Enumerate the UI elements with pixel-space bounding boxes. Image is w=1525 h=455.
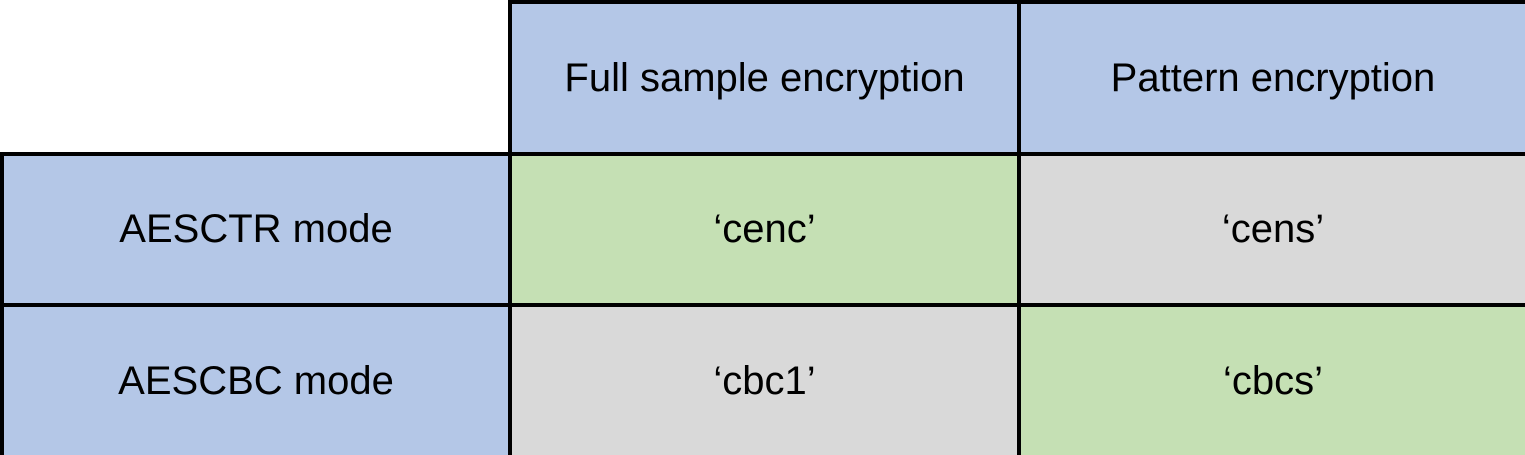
corner-cell [2, 2, 510, 154]
cell-aesctr-pattern: ‘cens’ [1017, 152, 1525, 307]
cell-aescbc-full-sample: ‘cbc1’ [508, 303, 1021, 455]
header-row: Full sample encryption Pattern encryptio… [2, 0, 1525, 156]
cell-aesctr-full-sample: ‘cenc’ [508, 152, 1021, 307]
column-header-full-sample-encryption: Full sample encryption [508, 0, 1021, 156]
row-header-aescbc-mode: AESCBC mode [0, 303, 512, 455]
table-row: AESCBC mode ‘cbc1’ ‘cbcs’ [0, 303, 1525, 455]
cell-aescbc-pattern: ‘cbcs’ [1017, 303, 1525, 455]
column-header-pattern-encryption: Pattern encryption [1017, 0, 1525, 156]
table-row: AESCTR mode ‘cenc’ ‘cens’ [0, 152, 1525, 307]
row-header-aesctr-mode: AESCTR mode [0, 152, 512, 307]
